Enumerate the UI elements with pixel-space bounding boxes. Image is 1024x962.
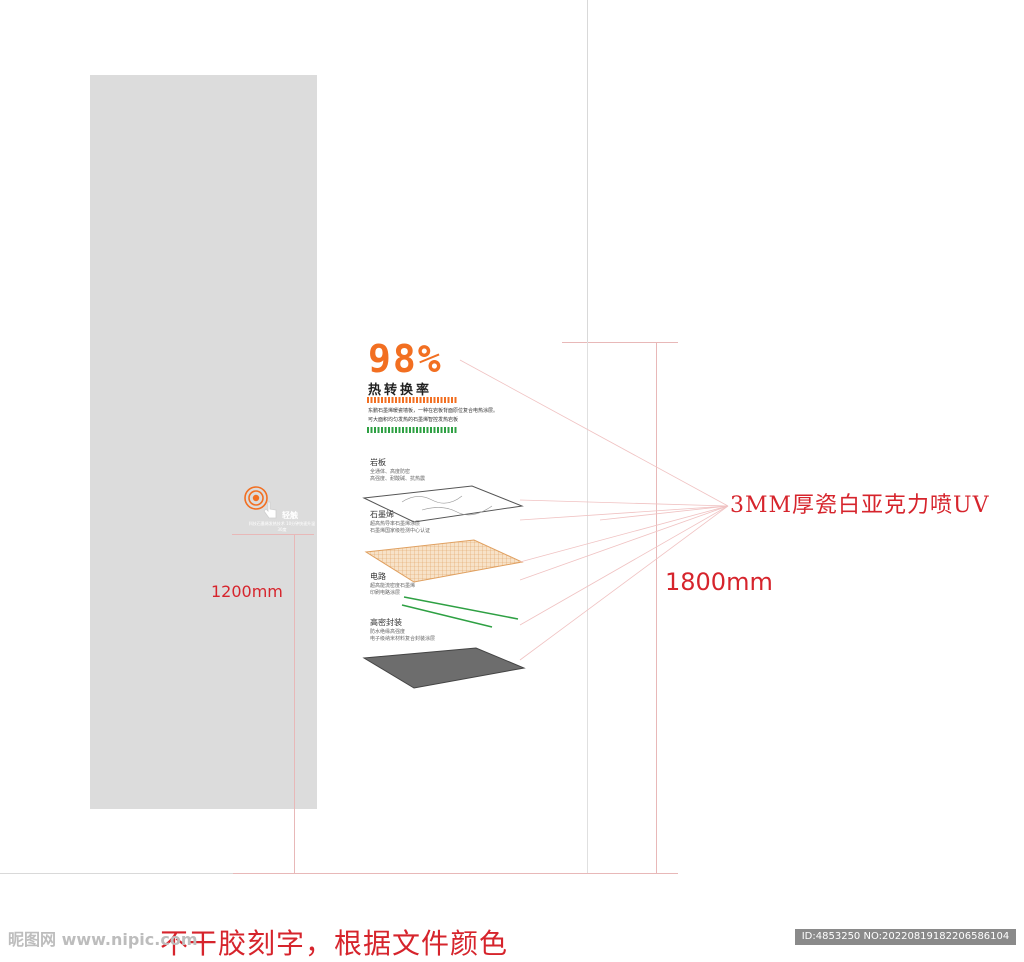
intro-line-2: 可大面积均匀发热的石墨烯智控发热岩板	[368, 417, 459, 423]
percentage-value: 98%	[368, 337, 443, 381]
watermark-id-badge: ID:4853250 NO:20220819182206586104	[795, 929, 1016, 945]
height-guide-line	[656, 342, 657, 873]
width-dimension-label: 1200mm	[211, 582, 283, 601]
stone-slab-layer	[362, 485, 524, 523]
percentage-caption: 热转换率	[368, 383, 433, 398]
material-annotation: 3MM厚瓷白亚克力喷UV	[730, 493, 990, 518]
layer-desc-graphene-2: 石墨烯国家级检测中心认证	[370, 528, 431, 534]
circuit-lines-layer	[401, 596, 519, 628]
sealing-base-layer	[362, 647, 526, 689]
hand-pointer-icon	[262, 500, 278, 520]
callout-leader-lines	[459, 359, 729, 661]
layer-title-seal: 高密封装	[370, 618, 402, 627]
layer-title-stone: 岩板	[370, 458, 386, 467]
layer-desc-seal-1: 防水绝缘高强度	[370, 629, 406, 635]
graphene-grid-layer	[364, 539, 524, 583]
layer-desc-circuit-1: 超高能流密度石墨烯	[370, 583, 416, 589]
layer-desc-graphene-1: 超高热导率石墨烯涂层	[370, 521, 421, 527]
layer-desc-seal-2: 电子级纳米材料复合封装涂层	[370, 636, 436, 642]
touch-signal-icon	[244, 486, 268, 510]
height-dimension-label: 1800mm	[665, 568, 773, 596]
width-guide-line	[294, 534, 295, 874]
touch-title: 轻触	[282, 511, 298, 520]
grey-panel	[90, 75, 317, 809]
layer-title-graphene: 石墨烯	[370, 510, 394, 519]
layer-desc-stone-2: 高强度、耐酸碱、抗热震	[370, 476, 426, 482]
bottom-instruction-note: 不干胶刻字，根据文件颜色	[160, 927, 509, 960]
touch-description: 科技石墨烯发热技术 10分钟快速升温30度	[248, 521, 316, 532]
orange-stripe	[367, 397, 458, 403]
layer-desc-circuit-2: 印刷电路涂层	[370, 590, 401, 596]
layer-desc-stone-1: 全通体、高度防密	[370, 469, 411, 475]
touch-underline	[232, 534, 314, 535]
green-stripe	[367, 427, 458, 433]
top-guide-line	[562, 342, 678, 343]
watermark-left: 昵图网 www.nipic.com	[8, 930, 198, 949]
edge-guide-line	[587, 342, 588, 873]
bottom-guide-line	[233, 873, 678, 874]
layer-title-circuit: 电路	[370, 572, 386, 581]
intro-line-1: 东鹏石墨烯暖瓷墙板，一种在岩板背面原位复合电热涂层。	[368, 408, 499, 414]
